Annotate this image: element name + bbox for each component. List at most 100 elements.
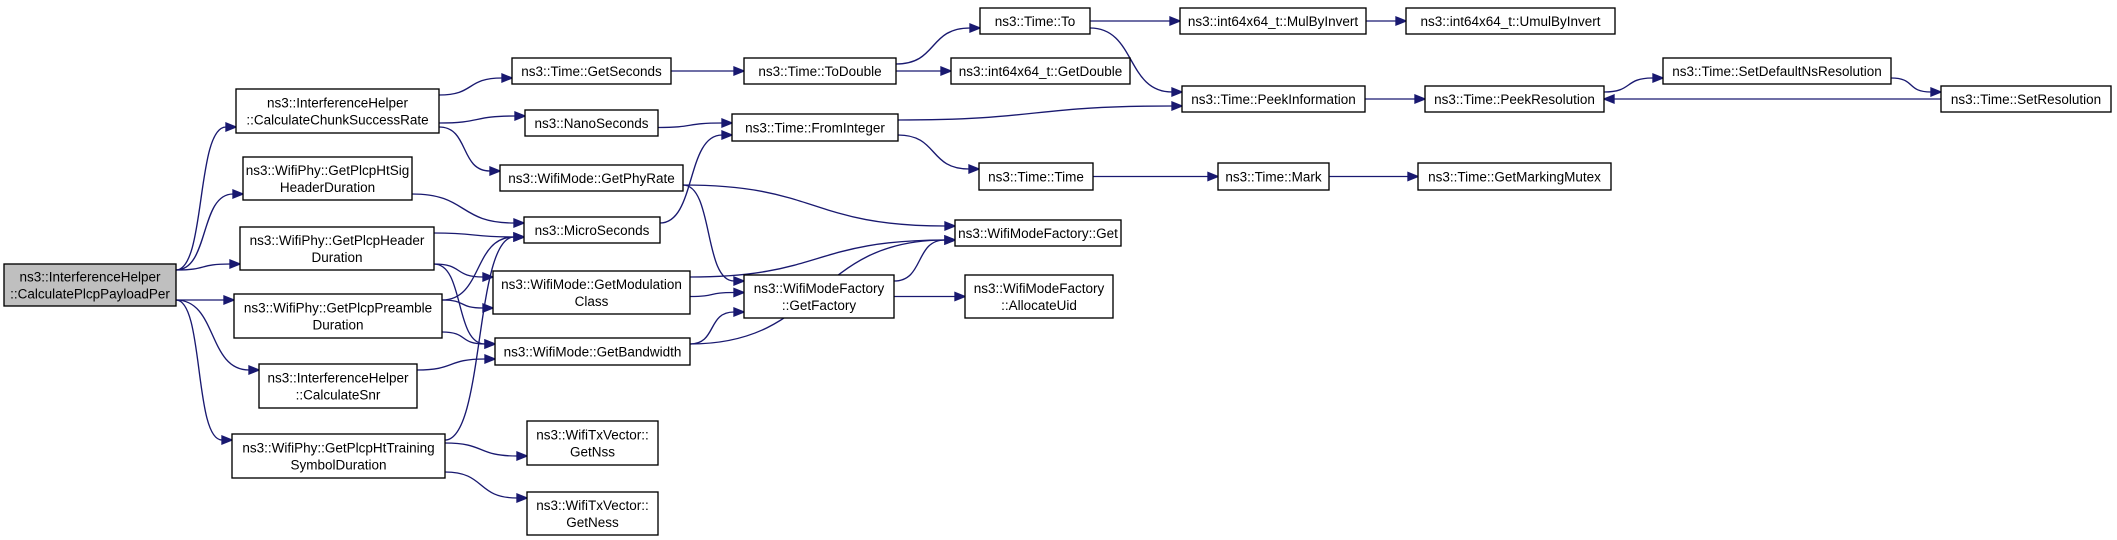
node-label: ::GetFactory bbox=[782, 298, 857, 313]
node-micro[interactable]: ns3::MicroSeconds bbox=[523, 216, 661, 244]
edge-line bbox=[893, 239, 946, 282]
arrowhead-icon bbox=[733, 307, 746, 317]
node-getdouble[interactable]: ns3::int64x64_t::GetDouble bbox=[950, 57, 1131, 85]
node-to[interactable]: ns3::Time::To bbox=[979, 7, 1091, 35]
edge-fromint-to-time bbox=[897, 134, 981, 174]
edge-line bbox=[175, 299, 250, 371]
arrowhead-icon bbox=[1407, 171, 1420, 182]
edge-setdef-to-setres bbox=[1890, 77, 1943, 97]
arrowhead-icon bbox=[944, 221, 957, 231]
node-box bbox=[242, 156, 413, 201]
edge-line bbox=[1089, 27, 1173, 93]
node-peekinfo[interactable]: ns3::Time::PeekInformation bbox=[1181, 85, 1366, 113]
node-label: ns3::InterferenceHelper bbox=[19, 270, 161, 285]
node-httr[interactable]: ns3::WifiPhy::GetPlcpHtTrainingSymbolDur… bbox=[231, 433, 446, 479]
node-box bbox=[743, 274, 895, 319]
node-label: SymbolDuration bbox=[290, 458, 386, 473]
edge-mulinv-to-umul bbox=[1366, 16, 1408, 26]
edge-line bbox=[682, 184, 946, 227]
node-phyrate[interactable]: ns3::WifiMode::GetPhyRate bbox=[499, 164, 684, 192]
arrowhead-icon bbox=[1652, 73, 1665, 83]
node-box bbox=[731, 113, 899, 142]
arrowhead-icon bbox=[484, 339, 497, 349]
node-wmfget[interactable]: ns3::WifiModeFactory::Get bbox=[954, 219, 1122, 247]
node-label: ::AllocateUid bbox=[1001, 298, 1077, 313]
node-box bbox=[1417, 162, 1612, 191]
edge-peekres-to-setdef bbox=[1603, 73, 1665, 93]
node-mark[interactable]: ns3::Time::Mark bbox=[1217, 162, 1330, 191]
edge-line bbox=[1603, 77, 1654, 93]
arrowhead-icon bbox=[733, 276, 746, 286]
node-alloc[interactable]: ns3::WifiModeFactory::AllocateUid bbox=[964, 274, 1114, 319]
node-label: ns3::Time::GetSeconds bbox=[521, 64, 662, 79]
node-label: ns3::MicroSeconds bbox=[535, 223, 650, 238]
node-factory[interactable]: ns3::WifiModeFactory::GetFactory bbox=[743, 274, 895, 319]
node-box bbox=[258, 363, 418, 409]
node-snr[interactable]: ns3::InterferenceHelper::CalculateSnr bbox=[258, 363, 418, 409]
node-label: ns3::Time::SetDefaultNsResolution bbox=[1672, 64, 1882, 79]
node-todouble[interactable]: ns3::Time::ToDouble bbox=[743, 57, 897, 85]
edge-factory-to-wmfget bbox=[893, 235, 957, 282]
arrowhead-icon bbox=[721, 130, 734, 140]
node-box bbox=[511, 57, 672, 85]
node-chunk[interactable]: ns3::InterferenceHelper::CalculateChunkS… bbox=[235, 88, 440, 134]
node-peekres[interactable]: ns3::Time::PeekResolution bbox=[1424, 85, 1605, 113]
node-setres[interactable]: ns3::Time::SetResolution bbox=[1940, 85, 2112, 113]
node-ness[interactable]: ns3::WifiTxVector::GetNess bbox=[526, 491, 659, 536]
node-fromint[interactable]: ns3::Time::FromInteger bbox=[731, 113, 899, 142]
node-bw[interactable]: ns3::WifiMode::GetBandwidth bbox=[494, 337, 691, 366]
arrowhead-icon bbox=[516, 493, 529, 503]
node-label: ::CalculateSnr bbox=[296, 388, 381, 403]
edge-root-to-snr bbox=[175, 299, 261, 375]
edge-htsig-to-micro bbox=[411, 193, 526, 228]
edge-root-to-httr bbox=[175, 299, 234, 445]
node-label: ns3::WifiMode::GetBandwidth bbox=[504, 345, 682, 360]
node-label: ns3::int64x64_t::GetDouble bbox=[959, 64, 1123, 79]
node-label: ns3::Time::Time bbox=[988, 170, 1084, 185]
arrowhead-icon bbox=[1414, 94, 1427, 104]
node-time[interactable]: ns3::Time::Time bbox=[978, 162, 1094, 191]
edge-line bbox=[175, 263, 231, 271]
node-box bbox=[235, 88, 440, 134]
edge-pre-to-modcls bbox=[441, 299, 495, 313]
node-setdef[interactable]: ns3::Time::SetDefaultNsResolution bbox=[1662, 57, 1892, 85]
node-label: Duration bbox=[312, 318, 363, 333]
edge-chunk-to-getsec bbox=[438, 73, 514, 96]
node-box bbox=[743, 57, 897, 85]
edge-nano-to-fromint bbox=[657, 118, 734, 129]
node-umul[interactable]: ns3::int64x64_t::UmulByInvert bbox=[1405, 7, 1616, 35]
node-nss[interactable]: ns3::WifiTxVector::GetNss bbox=[526, 420, 659, 466]
node-box bbox=[1940, 85, 2112, 113]
node-box bbox=[1662, 57, 1892, 85]
node-nano[interactable]: ns3::NanoSeconds bbox=[524, 109, 659, 137]
node-label: ns3::Time::PeekResolution bbox=[1434, 92, 1595, 107]
node-label: GetNess bbox=[566, 515, 619, 530]
arrowhead-icon bbox=[482, 272, 495, 282]
node-box bbox=[1179, 7, 1367, 35]
edge-hdr-to-modcls bbox=[433, 263, 495, 282]
node-root[interactable]: ns3::InterferenceHelper::CalculatePlcpPa… bbox=[3, 263, 177, 307]
edge-line bbox=[897, 105, 1173, 121]
edge-line bbox=[895, 27, 971, 65]
arrowhead-icon bbox=[1395, 16, 1408, 26]
node-mutex[interactable]: ns3::Time::GetMarkingMutex bbox=[1417, 162, 1612, 191]
edge-bw-to-factory bbox=[689, 307, 746, 345]
arrowhead-icon bbox=[940, 66, 953, 76]
edge-line bbox=[689, 311, 735, 345]
node-mulinv[interactable]: ns3::int64x64_t::MulByInvert bbox=[1179, 7, 1367, 35]
edge-root-to-pre bbox=[175, 295, 236, 305]
arrowhead-icon bbox=[501, 73, 514, 83]
node-label: Class bbox=[575, 294, 609, 309]
edge-line bbox=[441, 299, 484, 309]
node-getsec[interactable]: ns3::Time::GetSeconds bbox=[511, 57, 672, 85]
edge-fromint-to-peekinfo bbox=[897, 101, 1184, 121]
edge-line bbox=[416, 358, 486, 371]
edge-line bbox=[682, 184, 735, 282]
node-label: ns3::WifiMode::GetModulation bbox=[501, 277, 682, 292]
node-box bbox=[524, 109, 659, 137]
node-box bbox=[954, 219, 1122, 247]
